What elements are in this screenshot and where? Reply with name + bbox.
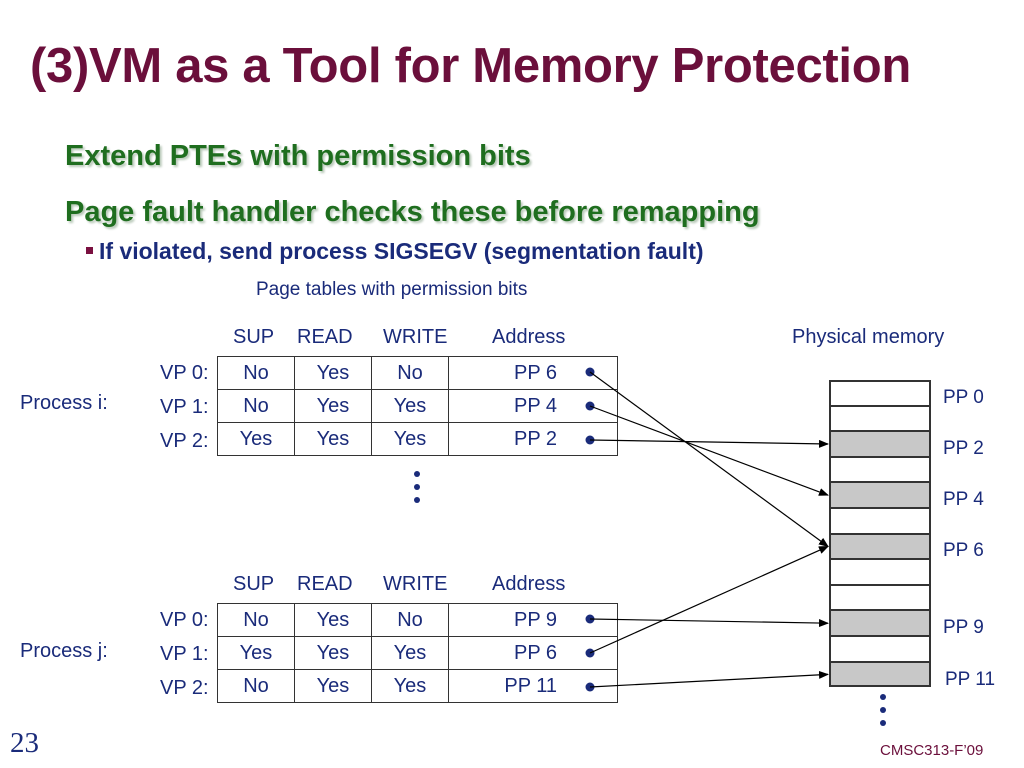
sub-bullet-text: If violated, send process SIGSEGV (segme… xyxy=(99,238,704,264)
course-label: CMSC313-F’09 xyxy=(880,742,984,759)
ellipsis-dot-icon xyxy=(414,484,420,490)
table-row: Yes Yes Yes PP 2 xyxy=(217,422,618,456)
process-i-vp1-label: VP 1: xyxy=(160,396,209,418)
column-header-sup: SUP xyxy=(233,326,275,348)
sup-cell: No xyxy=(217,356,295,390)
write-cell: Yes xyxy=(371,422,449,456)
process-i-page-table: No Yes No PP 6 No Yes Yes PP 4 Yes Yes Y… xyxy=(217,356,618,456)
mapping-arrow xyxy=(589,405,829,496)
square-bullet-icon xyxy=(86,247,93,255)
sup-cell: No xyxy=(217,669,295,703)
physical-page-slot xyxy=(829,610,931,636)
sup-cell: Yes xyxy=(217,422,295,456)
ellipsis-dot-icon xyxy=(414,497,420,503)
table-row: No Yes Yes PP 11 xyxy=(217,669,618,703)
sup-cell: No xyxy=(217,603,295,637)
process-i-vp2-label: VP 2: xyxy=(160,430,209,452)
physical-page-slot xyxy=(829,482,931,508)
process-j-vp2-label: VP 2: xyxy=(160,677,209,699)
mapping-arrow xyxy=(589,618,829,628)
read-cell: Yes xyxy=(294,636,372,670)
ellipsis-dot-icon xyxy=(880,694,886,700)
bullet-page-fault-handler: Page fault handler checks these before r… xyxy=(65,196,760,228)
process-i-vp0-label: VP 0: xyxy=(160,362,209,384)
slide-title: (3)VM as a Tool for Memory Protection xyxy=(30,39,911,93)
process-j-label: Process j: xyxy=(20,640,108,662)
diagram-caption: Page tables with permission bits xyxy=(256,279,528,300)
physical-page-slot xyxy=(829,661,931,688)
pp-label: PP 4 xyxy=(943,489,984,510)
read-cell: Yes xyxy=(294,356,372,390)
process-j-vp1-label: VP 1: xyxy=(160,643,209,665)
physical-page-slot xyxy=(829,584,931,611)
column-header-address: Address xyxy=(492,326,566,348)
mapping-arrow xyxy=(589,545,829,654)
table-row: No Yes No PP 6 xyxy=(217,356,618,390)
pp-label: PP 9 xyxy=(943,617,984,638)
address-cell: PP 2 xyxy=(448,422,618,456)
sub-bullet-sigsegv: If violated, send process SIGSEGV (segme… xyxy=(86,238,704,265)
column-header-write: WRITE xyxy=(383,326,448,348)
column-header-read: READ xyxy=(297,326,353,348)
column-header-write: WRITE xyxy=(383,573,448,595)
ellipsis-dot-icon xyxy=(414,471,420,477)
bullet-extend-ptes: Extend PTEs with permission bits xyxy=(65,140,531,172)
mapping-arrow xyxy=(589,439,829,448)
ellipsis-dot-icon xyxy=(880,720,886,726)
column-header-sup: SUP xyxy=(233,573,275,595)
table-row: Yes Yes Yes PP 6 xyxy=(217,636,618,670)
pp-label: PP 11 xyxy=(945,669,996,690)
pp-label: PP 6 xyxy=(943,540,984,561)
physical-memory-label: Physical memory xyxy=(792,326,945,348)
write-cell: No xyxy=(371,603,449,637)
page-number: 23 xyxy=(10,727,39,759)
pp-label: PP 0 xyxy=(943,387,984,408)
read-cell: Yes xyxy=(294,669,372,703)
ellipsis-dot-icon xyxy=(880,707,886,713)
column-header-read: READ xyxy=(297,573,353,595)
read-cell: Yes xyxy=(294,422,372,456)
physical-page-slot xyxy=(829,559,931,585)
read-cell: Yes xyxy=(294,603,372,637)
mapping-arrow xyxy=(589,670,829,688)
write-cell: No xyxy=(371,356,449,390)
pp-label: PP 2 xyxy=(943,438,984,459)
write-cell: Yes xyxy=(371,636,449,670)
read-cell: Yes xyxy=(294,389,372,423)
column-header-address: Address xyxy=(492,573,566,595)
process-i-label: Process i: xyxy=(20,392,108,414)
process-j-vp0-label: VP 0: xyxy=(160,609,209,631)
mapping-arrow xyxy=(589,371,829,547)
process-j-page-table: No Yes No PP 9 Yes Yes Yes PP 6 No Yes Y… xyxy=(217,603,618,703)
